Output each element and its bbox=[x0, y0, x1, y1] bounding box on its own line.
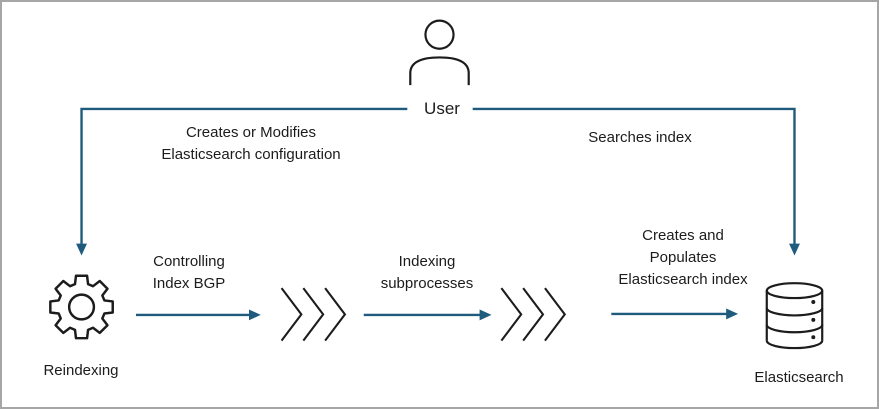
person-icon bbox=[409, 19, 470, 86]
user-node-label: User bbox=[424, 99, 460, 118]
triple-chevron-icon bbox=[280, 287, 347, 342]
user-to-elasticsearch-connector bbox=[472, 107, 800, 256]
edge-label-line: Populates bbox=[649, 249, 717, 266]
user-to-elasticsearch-label: Searches index bbox=[588, 127, 691, 149]
subprocesses-to-subprocesses-label: Indexing subprocesses bbox=[381, 251, 474, 295]
edge-label-line: Creates and bbox=[642, 227, 724, 244]
edge-label-line: Elasticsearch configuration bbox=[161, 146, 341, 163]
subprocesses-to-elasticsearch-label: Creates and Populates Elasticsearch inde… bbox=[618, 225, 747, 291]
reindexing-to-subprocesses-label: Controlling Index BGP bbox=[153, 251, 226, 295]
edge-label-line: Elasticsearch index bbox=[618, 271, 748, 288]
edge-label-line: Controlling bbox=[153, 253, 225, 270]
edge-label-line: Searches index bbox=[588, 129, 692, 146]
reindexing-node-label: Reindexing bbox=[43, 362, 119, 379]
gear-icon bbox=[49, 274, 114, 340]
edge-label-line: Creates or Modifies bbox=[185, 124, 317, 141]
user-to-reindexing-connector bbox=[76, 107, 408, 256]
edge-label-line: subprocesses bbox=[380, 275, 474, 292]
edge-label-line: Index BGP bbox=[152, 275, 226, 292]
database-icon bbox=[765, 282, 824, 350]
triple-chevron-icon bbox=[500, 287, 567, 342]
elasticsearch-node-label: Elasticsearch bbox=[754, 369, 844, 386]
edge-label-line: Indexing bbox=[398, 253, 456, 270]
user-to-reindexing-label: Creates or Modifies Elasticsearch config… bbox=[161, 122, 340, 166]
